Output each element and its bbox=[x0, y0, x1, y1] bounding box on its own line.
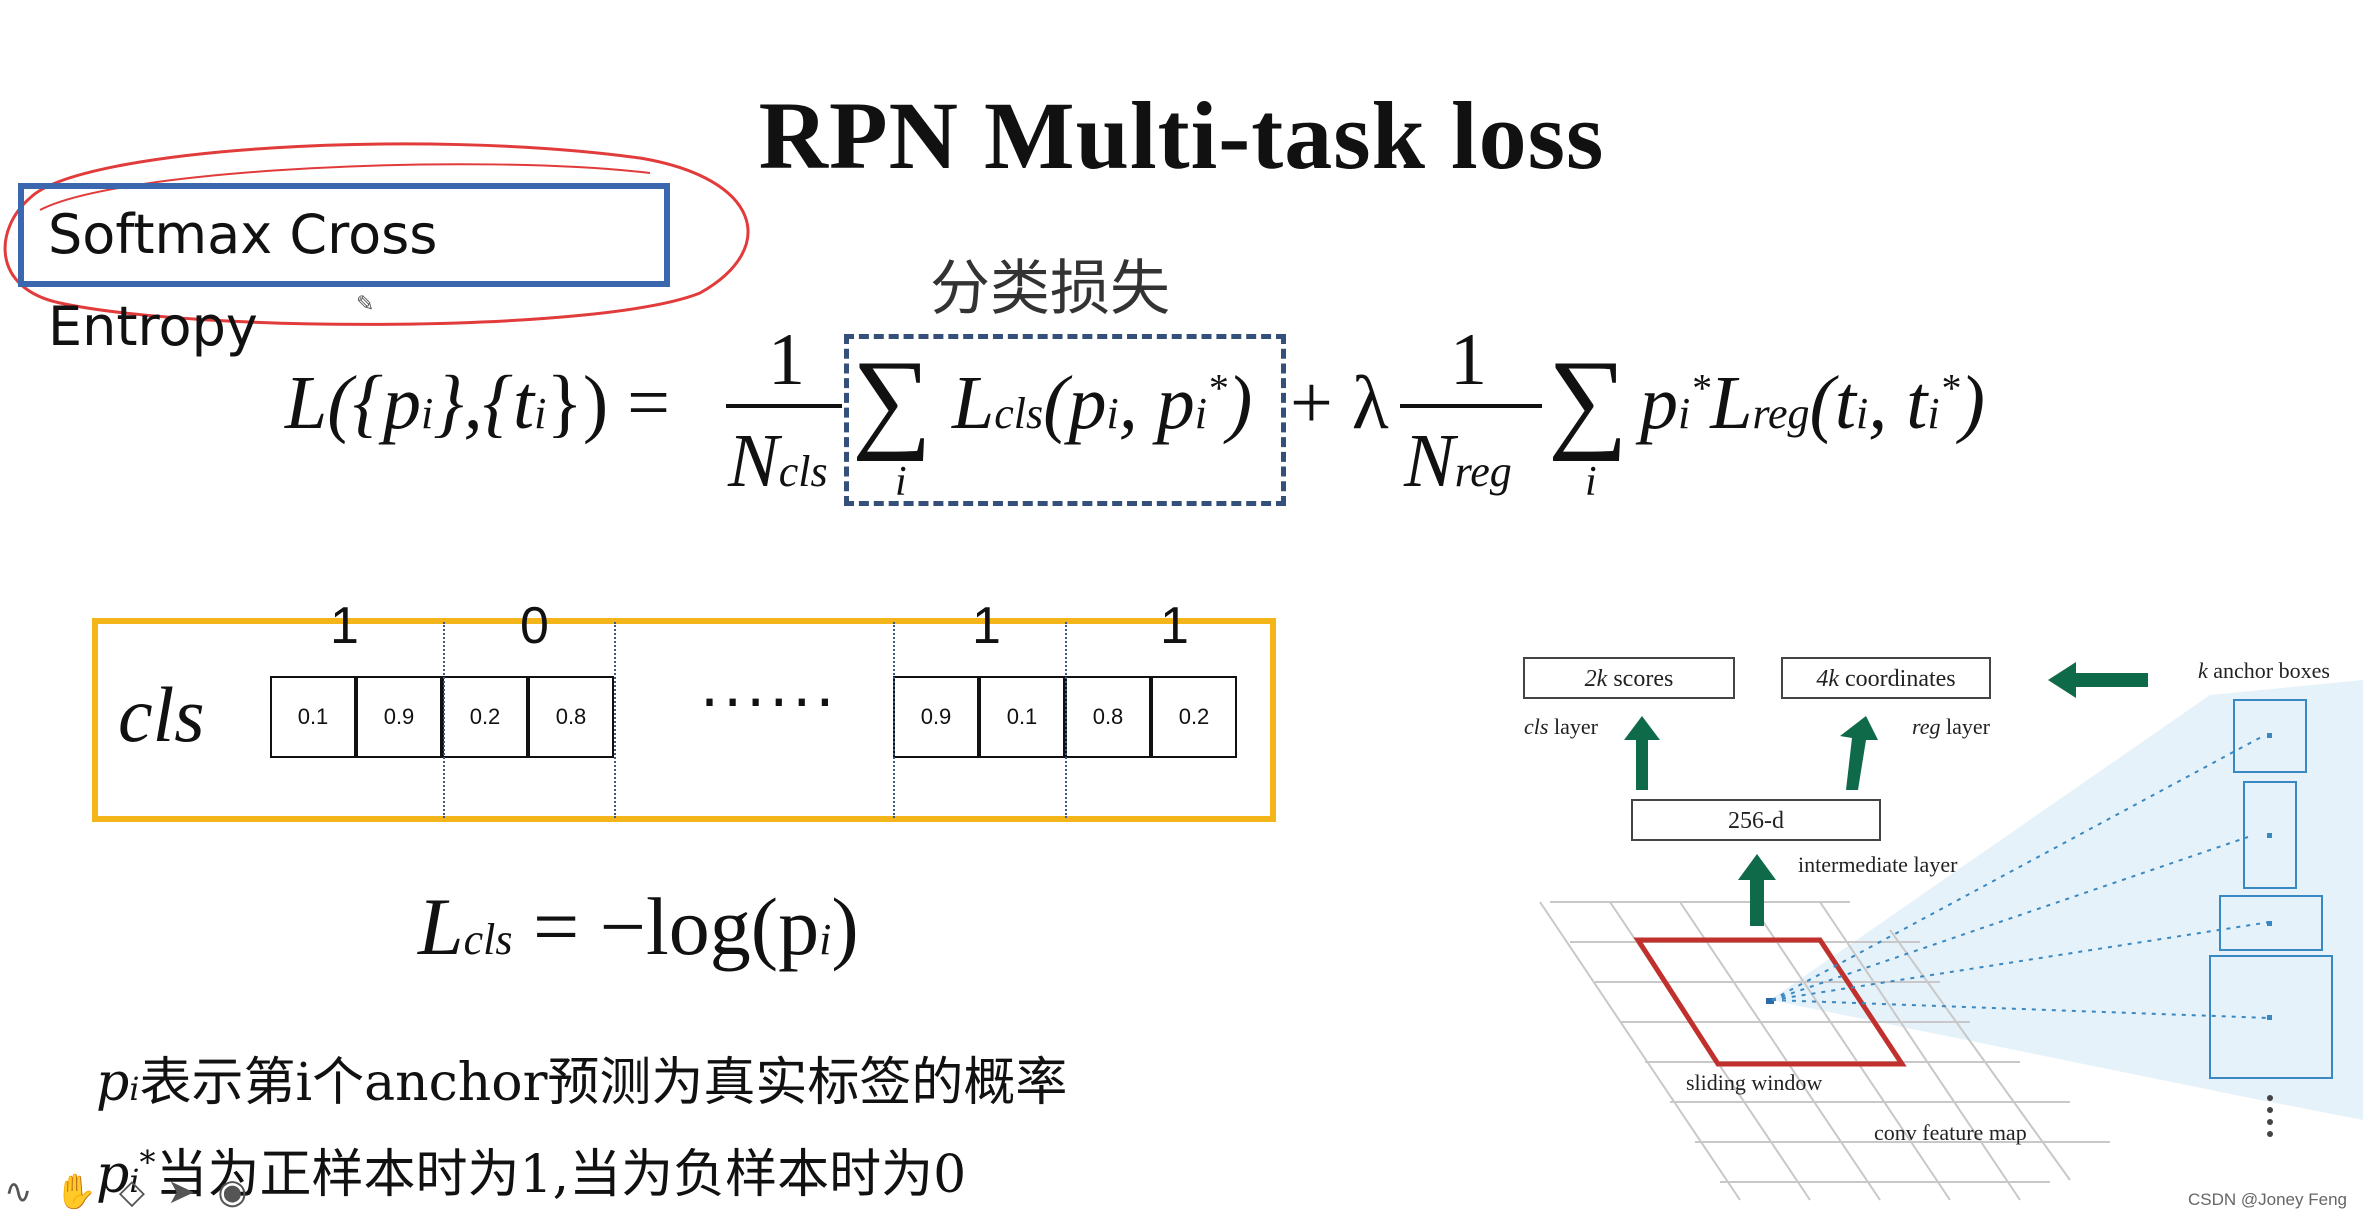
frac1-numerator: 1 bbox=[768, 319, 805, 401]
green-arrows bbox=[1624, 662, 2148, 926]
cls-label: cls bbox=[118, 671, 205, 758]
frac1-denominator: Ncls bbox=[728, 419, 828, 503]
frac2-bar bbox=[1400, 404, 1542, 408]
record-icon[interactable]: ◉ bbox=[217, 1172, 248, 1212]
sliding-window-text: sliding window bbox=[1686, 1070, 1822, 1095]
pointer-icon[interactable]: ➤ bbox=[167, 1172, 196, 1212]
note-line-1: pi表示第i个anchor预测为真实标签的概率 bbox=[96, 1053, 1068, 1113]
softmax-callout-text: Softmax Cross Entropy bbox=[48, 203, 438, 358]
anchor-boxes-text: k anchor boxes bbox=[2198, 658, 2330, 683]
intermediate-box-text: 256-d bbox=[1728, 808, 1784, 834]
frac2-denominator: Nreg bbox=[1404, 419, 1512, 503]
label-0: 0 bbox=[520, 597, 549, 655]
anchor-centers bbox=[2267, 733, 2272, 1020]
cell-left-3: 0.2 bbox=[442, 676, 528, 758]
cls-layer-text: cls layer bbox=[1524, 714, 1599, 739]
anchor-boxes bbox=[2209, 699, 2333, 1079]
plus-lambda: + λ bbox=[1290, 361, 1389, 445]
softmax-callout: Softmax Cross Entropy bbox=[18, 183, 670, 358]
reg-layer-text: reg layer bbox=[1912, 714, 1991, 739]
coordinates-box bbox=[1781, 657, 1991, 699]
annotation-toolbar: ∿ ✋ ◇ ➤ ◉ bbox=[4, 1172, 247, 1212]
classification-term-box bbox=[844, 334, 1286, 506]
classification-loss-label: 分类损失 bbox=[930, 254, 1170, 324]
cell-right-2: 0.1 bbox=[979, 676, 1065, 758]
projection-lines bbox=[1771, 734, 2271, 1019]
cell-left-4: 0.8 bbox=[528, 676, 614, 758]
rpn-diagram: 2k scores 4k coordinates 256-d cls layer… bbox=[1523, 657, 2363, 1201]
conv-feature-map-text: conv feature map bbox=[1874, 1120, 2027, 1145]
eraser-icon[interactable]: ◇ bbox=[118, 1172, 145, 1212]
sum2-index: i bbox=[1585, 459, 1597, 505]
intermediate-box bbox=[1631, 799, 1881, 841]
cell-right-3: 0.8 bbox=[1065, 676, 1151, 758]
pen-cursor-icon: ✎ bbox=[356, 292, 375, 317]
cell-right-1: 0.9 bbox=[893, 676, 979, 758]
cls-term: Lcls(pi, pi*) bbox=[952, 361, 1253, 445]
hand-icon[interactable]: ✋ bbox=[54, 1172, 97, 1212]
coordinates-text: 4k coordinates bbox=[1816, 666, 1955, 692]
scores-text: 2k scores bbox=[1585, 666, 1674, 692]
watermark: CSDN @Joney Feng bbox=[2188, 1190, 2347, 1209]
divider-4 bbox=[1065, 622, 1067, 818]
loss-formula: L({pi},{ti}) = 1 Ncls ∑ i Lcls(pi, pi*) … bbox=[0, 0, 2363, 560]
note-line-2: pi*当为正样本时为1,当为负样本时为0 bbox=[96, 1143, 967, 1205]
pen-wave-icon[interactable]: ∿ bbox=[4, 1172, 33, 1212]
cls-vector-box bbox=[92, 618, 1276, 822]
divider-3 bbox=[893, 622, 895, 818]
cls-ellipsis: ······ bbox=[700, 668, 839, 738]
divider-2 bbox=[614, 622, 616, 818]
sum2-symbol: ∑ bbox=[1548, 338, 1628, 462]
sliding-window-box bbox=[1633, 937, 1907, 1067]
page-title: RPN Multi-task loss bbox=[758, 82, 1605, 189]
formula-lhs: L({pi},{ti}) = bbox=[285, 361, 670, 445]
label-1c: 1 bbox=[1160, 597, 1189, 655]
frac1-bar bbox=[726, 404, 842, 408]
sum1-symbol: ∑ bbox=[852, 338, 932, 462]
scores-box bbox=[1523, 657, 1735, 699]
cell-left-2: 0.9 bbox=[356, 676, 442, 758]
intermediate-layer-text: intermediate layer bbox=[1798, 852, 1958, 877]
lcls-formula: Lcls = −log(pi) bbox=[418, 881, 859, 972]
divider-1 bbox=[443, 622, 445, 818]
label-1b: 1 bbox=[972, 597, 1001, 655]
more-anchors-dots bbox=[2267, 1095, 2273, 1137]
label-1a: 1 bbox=[330, 597, 359, 655]
sum1-index: i bbox=[895, 459, 907, 505]
reg-term: pi*Lreg(ti, ti*) bbox=[1640, 361, 1985, 445]
cell-left-1: 0.1 bbox=[270, 676, 356, 758]
window-center bbox=[1766, 998, 1774, 1004]
red-ellipse-annotation bbox=[3, 142, 750, 326]
frac2-numerator: 1 bbox=[1450, 319, 1487, 401]
cell-right-4: 0.2 bbox=[1151, 676, 1237, 758]
